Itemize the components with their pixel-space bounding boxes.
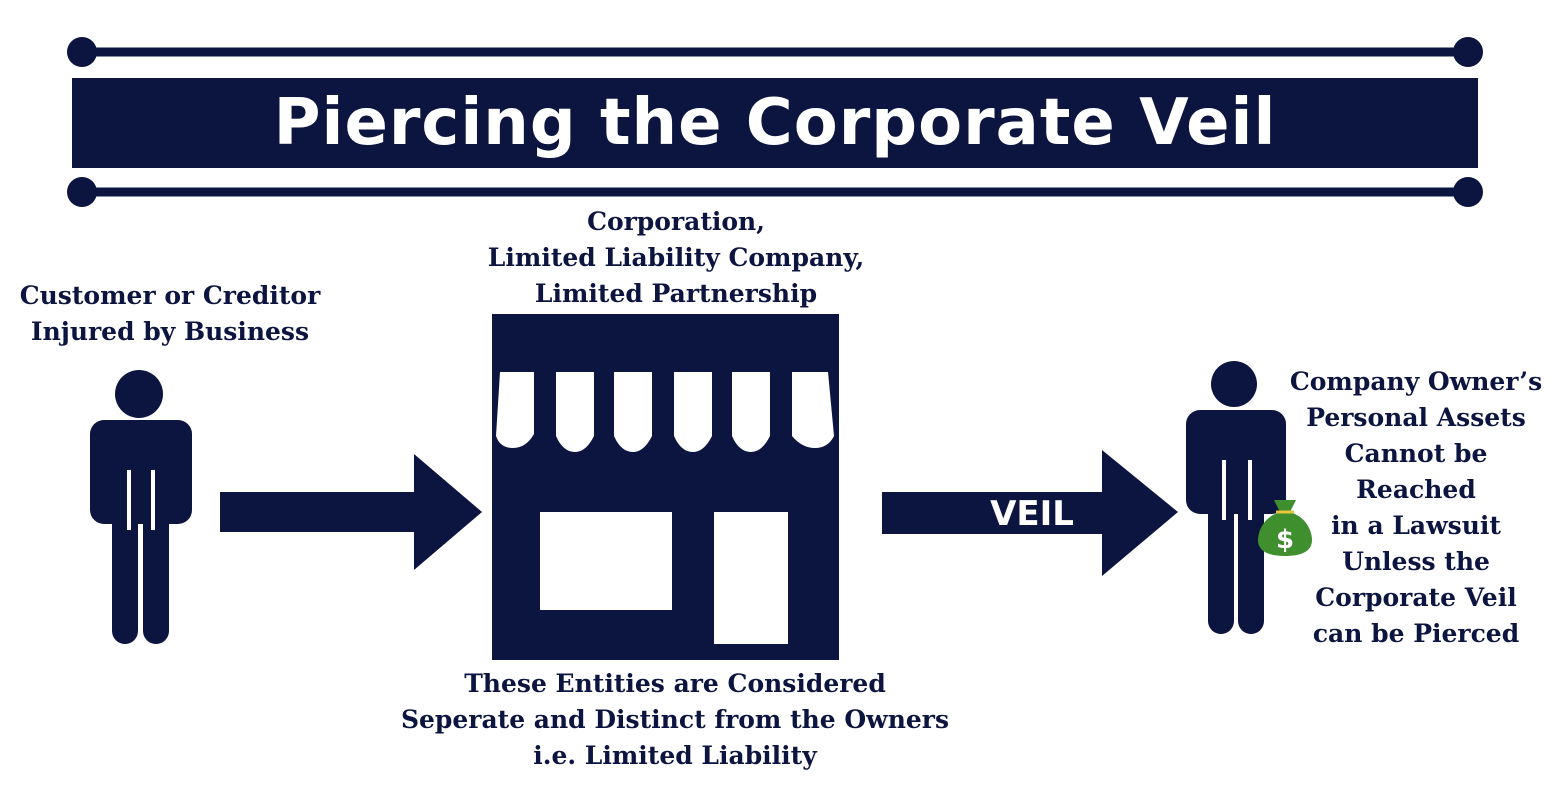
title-banner: Piercing the Corporate Veil — [72, 78, 1478, 168]
owner-assets-line: Corporate Veil — [1315, 583, 1517, 612]
top-rail — [67, 37, 1483, 67]
owner-assets-line: can be Pierced — [1312, 619, 1520, 648]
owner-assets-line: in a Lawsuit — [1331, 511, 1501, 540]
page-title: Piercing the Corporate Veil — [273, 86, 1277, 160]
storefront-icon — [492, 314, 839, 660]
arrow-right-icon — [882, 450, 1178, 576]
rail-end-dot — [67, 37, 97, 67]
entities-label: Corporation, Limited Liability Company, … — [466, 204, 886, 312]
owner-assets-line: Cannot be — [1344, 439, 1488, 468]
veil-label: VEIL — [990, 494, 1074, 534]
money-symbol: $ — [1276, 525, 1294, 555]
creditor-label: Customer or Creditor Injured by Business — [14, 278, 326, 350]
creditor-label-line: Customer or Creditor — [19, 281, 321, 310]
awning-icon — [496, 372, 834, 452]
owner-assets-line: Reached — [1356, 475, 1476, 504]
separate-label-line: Seperate and Distinct from the Owners — [400, 705, 950, 734]
store-window — [540, 512, 672, 610]
arrow-right-icon — [220, 454, 482, 570]
bottom-rail — [67, 177, 1483, 207]
rail-end-dot — [67, 177, 97, 207]
rail-end-dot — [1453, 177, 1483, 207]
separate-label-line: These Entities are Considered — [464, 669, 886, 698]
person-icon — [1186, 361, 1286, 634]
owner-assets-line: Company Owner’s — [1289, 367, 1543, 396]
separate-entities-label: These Entities are Considered Seperate a… — [385, 666, 965, 774]
money-bag-icon: $ — [1258, 500, 1312, 556]
owner-assets-line: Personal Assets — [1306, 403, 1526, 432]
entities-label-line: Limited Liability Company, — [487, 243, 865, 272]
owner-assets-line: Unless the — [1342, 547, 1490, 576]
creditor-label-line: Injured by Business — [30, 317, 310, 346]
owner-assets-label: Company Owner’s Personal Assets Cannot b… — [1280, 364, 1552, 652]
entities-label-line: Limited Partnership — [534, 279, 818, 308]
entities-label-line: Corporation, — [587, 207, 765, 236]
person-icon — [90, 370, 192, 644]
separate-label-line: i.e. Limited Liability — [533, 741, 817, 770]
store-door — [714, 512, 788, 644]
rail-end-dot — [1453, 37, 1483, 67]
